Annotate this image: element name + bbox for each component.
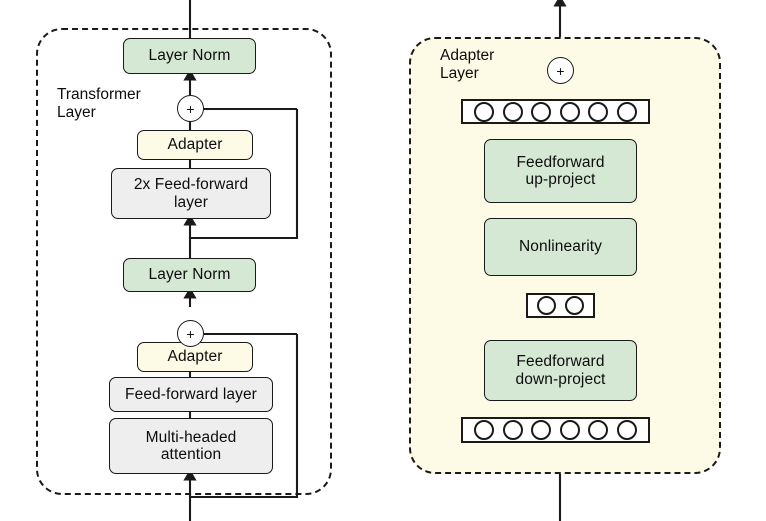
unit-circle	[474, 101, 495, 122]
unit-circle	[616, 101, 637, 122]
residual-add-bottom: +	[177, 320, 204, 347]
vector-output-units	[461, 99, 650, 124]
unit-circle	[559, 101, 580, 122]
unit-circle	[559, 420, 580, 440]
node-adapter-top: Adapter	[137, 130, 253, 160]
unit-circle	[537, 296, 557, 315]
node-layer-norm-top: Layer Norm	[123, 38, 256, 74]
unit-circle	[502, 420, 523, 440]
vector-bottleneck-units	[526, 293, 595, 318]
node-layer-norm-bottom: Layer Norm	[123, 258, 256, 292]
unit-circle	[616, 420, 637, 440]
unit-circle	[588, 420, 609, 440]
unit-circle	[588, 101, 609, 122]
node-feed-forward-layer: Feed-forward layer	[109, 377, 273, 412]
vector-input-units	[461, 417, 650, 443]
residual-add-top: +	[177, 95, 204, 122]
adapter-layer-label: Adapter Layer	[440, 47, 495, 83]
unit-circle	[531, 101, 552, 122]
transformer-layer-panel	[36, 28, 332, 495]
transformer-layer-label: Transformer Layer	[57, 86, 141, 122]
node-feedforward-down-project: Feedforward down-project	[484, 340, 637, 401]
unit-circle	[564, 296, 584, 315]
node-multi-headed-attention: Multi-headed attention	[109, 418, 273, 474]
unit-circle	[531, 420, 552, 440]
unit-circle	[474, 420, 495, 440]
node-nonlinearity: Nonlinearity	[484, 218, 637, 276]
node-adapter-bottom: Adapter	[137, 342, 253, 372]
adapter-residual-add: +	[547, 57, 574, 84]
node-feedforward-up-project: Feedforward up-project	[484, 139, 637, 203]
node-2x-feed-forward-layer: 2x Feed-forward layer	[111, 168, 271, 219]
unit-circle	[502, 101, 523, 122]
